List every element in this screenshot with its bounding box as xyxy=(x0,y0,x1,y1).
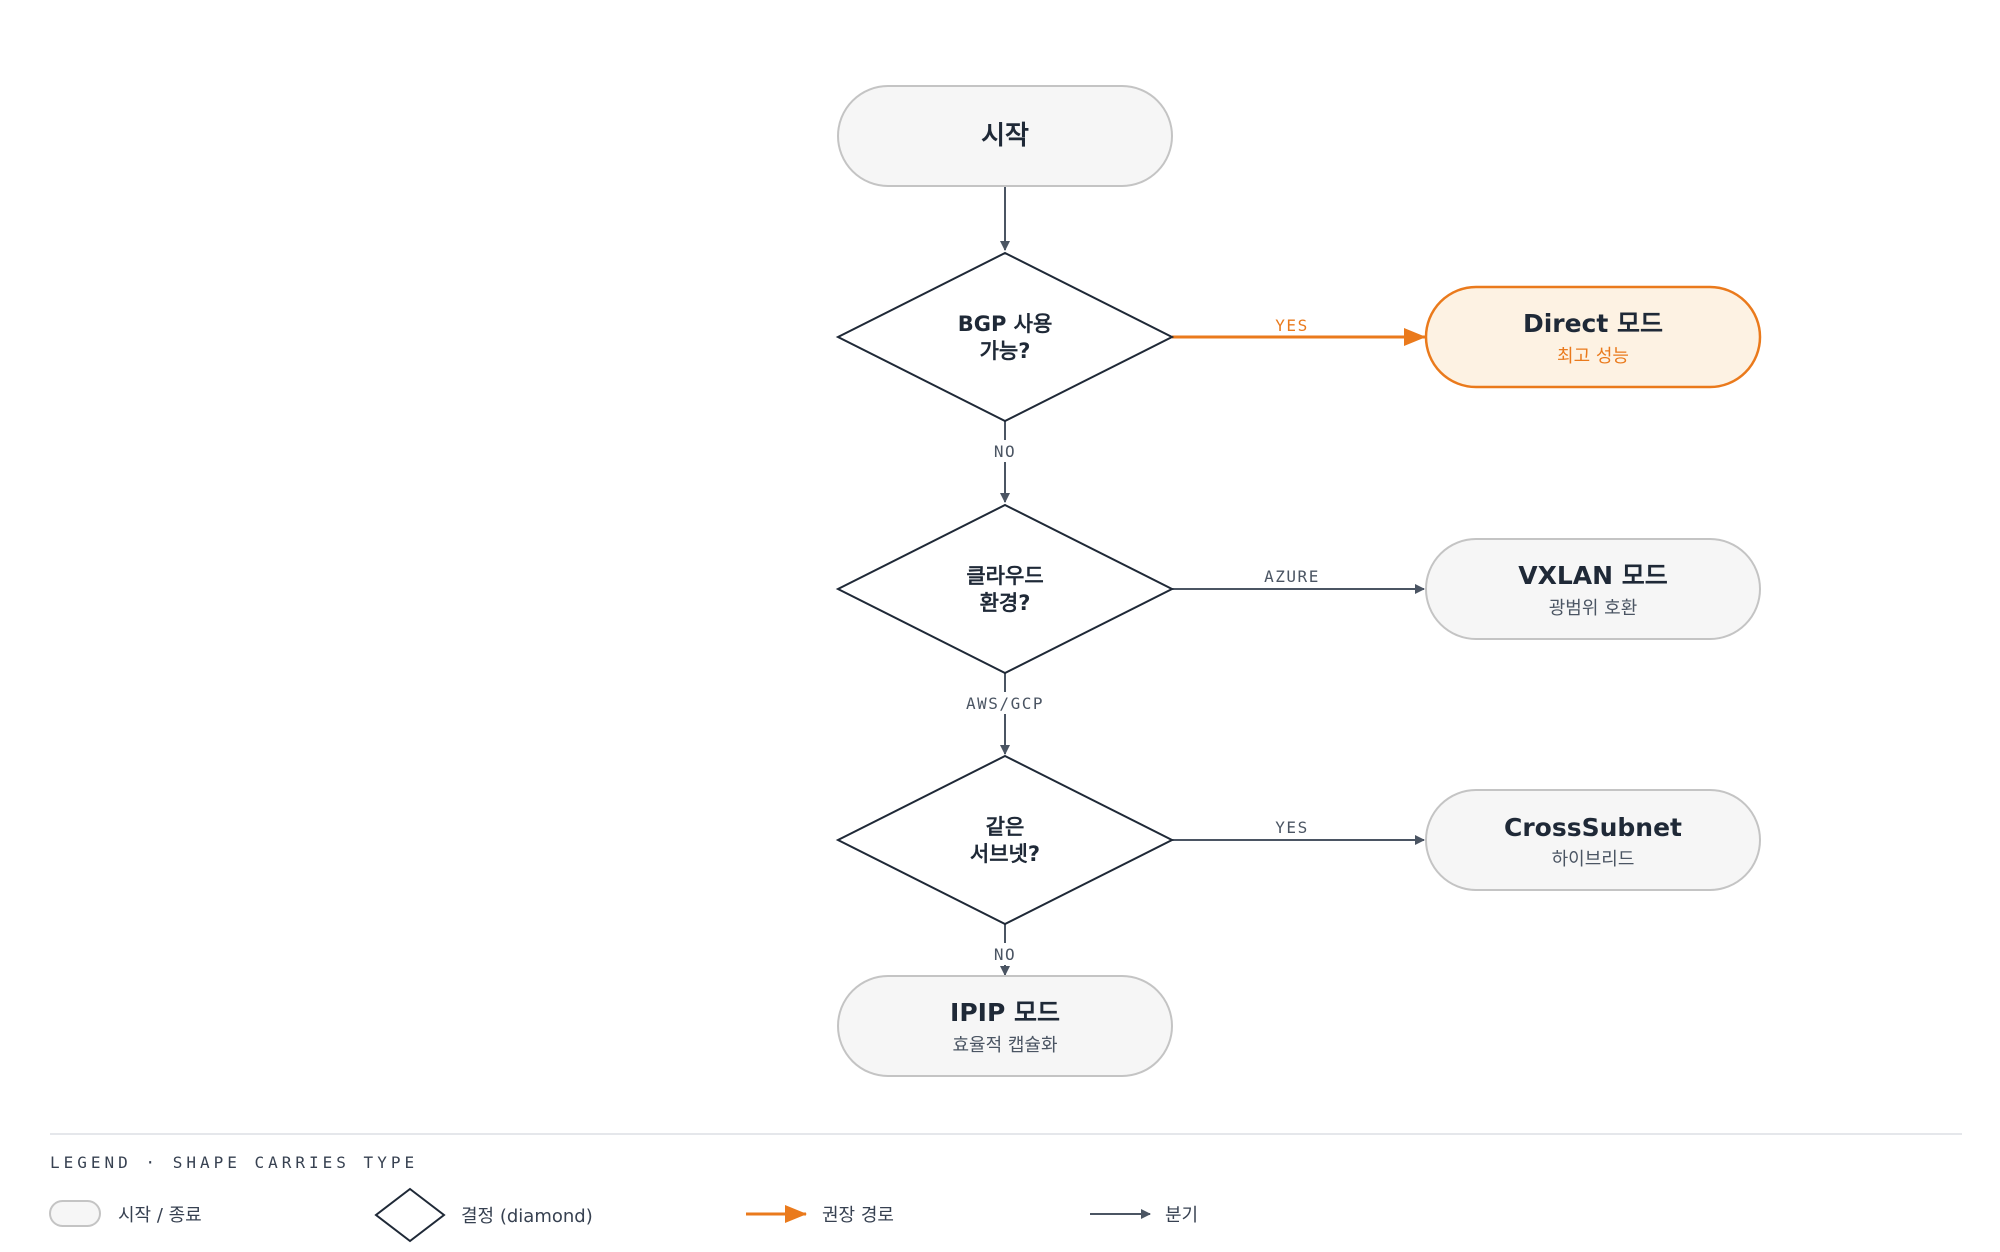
legend-branch-label: 분기 xyxy=(1165,1205,1198,1226)
legend-heading: LEGEND · SHAPE CARRIES TYPE xyxy=(50,1153,418,1172)
subnet-decision-line2: 서브넷? xyxy=(970,842,1040,866)
crosssubnet-mode-node: CrossSubnet 하이브리드 xyxy=(1425,789,1761,891)
ipip-mode-terminal-shape xyxy=(837,975,1173,1077)
subnet-decision-diamond xyxy=(835,754,1175,926)
legend-terminal-swatch xyxy=(49,1200,101,1227)
start-node: 시작 xyxy=(837,85,1173,187)
direct-mode-node: Direct 모드 최고 성능 xyxy=(1424,285,1762,389)
edge-label-subnet-yes: YES xyxy=(1275,818,1308,837)
cloud-decision-node: 클라우드 환경? xyxy=(835,503,1175,675)
legend-diamond-swatch xyxy=(374,1187,446,1243)
legend: LEGEND · SHAPE CARRIES TYPE 시작 / 종료 결정 (… xyxy=(49,1133,1962,1243)
bgp-decision-node: BGP 사용 가능? xyxy=(835,251,1175,423)
vxlan-mode-subtitle: 광범위 호환 xyxy=(1549,598,1638,619)
vxlan-mode-node: VXLAN 모드 광범위 호환 xyxy=(1425,538,1761,640)
crosssubnet-mode-terminal-shape xyxy=(1425,789,1761,891)
cloud-decision-diamond xyxy=(835,503,1175,675)
edge-label-bg-bgp-no xyxy=(980,440,1030,462)
direct-mode-subtitle: 최고 성능 xyxy=(1557,346,1629,367)
start-terminal-shape xyxy=(837,85,1173,187)
edge-label-bg-cloud-azure xyxy=(1254,565,1330,587)
edge-label-bgp-yes: YES xyxy=(1275,316,1308,335)
edge-label-bg-subnet-no xyxy=(980,943,1030,965)
cloud-decision-line1: 클라우드 xyxy=(966,564,1043,588)
subnet-decision-line1: 같은 xyxy=(986,815,1025,839)
edge-label-bg-cloud-aws-gcp xyxy=(962,692,1048,714)
legend-diamond-label: 결정 (diamond) xyxy=(461,1206,593,1227)
ipip-mode-node: IPIP 모드 효율적 캡슐화 xyxy=(837,975,1173,1077)
edge-label-cloud-azure: AZURE xyxy=(1264,567,1320,586)
edge-label-subnet-no: NO xyxy=(994,945,1016,964)
edge-label-bgp-no: NO xyxy=(994,442,1016,461)
bgp-decision-line1: BGP 사용 xyxy=(958,312,1053,336)
bgp-decision-diamond xyxy=(835,251,1175,423)
start-node-title: 시작 xyxy=(981,121,1029,151)
crosssubnet-mode-title: CrossSubnet xyxy=(1504,813,1682,842)
edge-label-bg-subnet-yes xyxy=(1262,816,1322,838)
direct-mode-title: Direct 모드 xyxy=(1523,309,1663,338)
subnet-decision-node: 같은 서브넷? xyxy=(835,754,1175,926)
bgp-decision-line2: 가능? xyxy=(980,339,1031,363)
edge-label-cloud-aws-gcp: AWS/GCP xyxy=(966,694,1044,713)
cloud-decision-line2: 환경? xyxy=(980,591,1031,615)
vxlan-mode-title: VXLAN 모드 xyxy=(1518,561,1668,590)
legend-terminal-label: 시작 / 종료 xyxy=(118,1205,202,1226)
ipip-mode-title: IPIP 모드 xyxy=(950,998,1060,1027)
edges-layer: YES NO AZURE AWS/GCP YES NO xyxy=(962,186,1426,976)
ipip-mode-subtitle: 효율적 캡슐화 xyxy=(952,1035,1057,1056)
legend-recommended-label: 권장 경로 xyxy=(822,1205,894,1226)
crosssubnet-mode-subtitle: 하이브리드 xyxy=(1552,849,1635,870)
direct-mode-terminal-shape xyxy=(1424,285,1762,389)
vxlan-mode-terminal-shape xyxy=(1425,538,1761,640)
edge-label-bg-bgp-yes xyxy=(1262,313,1322,335)
